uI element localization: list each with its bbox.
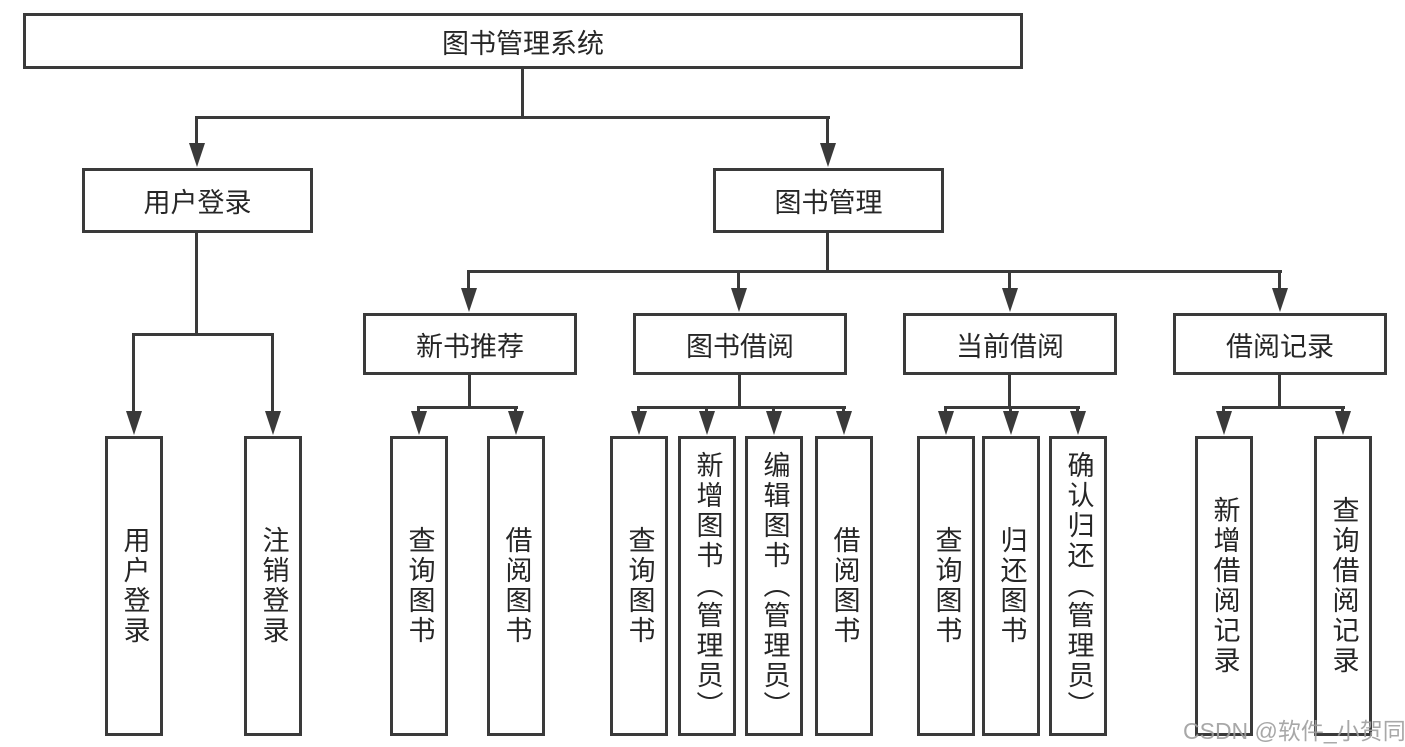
leaf-query-borrow-record-label: 查询借阅记录 xyxy=(1328,496,1359,676)
arrowhead-down-icon xyxy=(411,411,427,435)
connector-line xyxy=(467,270,470,290)
arrowhead-down-icon xyxy=(1216,411,1232,435)
node-new-book-recommend: 新书推荐 xyxy=(363,313,577,375)
node-book-management-label: 图书管理 xyxy=(774,188,883,218)
connector-line xyxy=(468,375,471,409)
connector-line xyxy=(944,406,1080,409)
node-book-management: 图书管理 xyxy=(713,168,944,233)
leaf-logout-label: 注销登录 xyxy=(258,526,289,646)
leaf-query-books-3: 查询图书 xyxy=(917,436,975,736)
arrowhead-down-icon xyxy=(189,143,205,167)
leaf-edit-books-admin: 编辑图书（管理员） xyxy=(745,436,803,736)
node-root: 图书管理系统 xyxy=(23,13,1023,69)
node-current-borrow-label: 当前借阅 xyxy=(956,331,1064,362)
arrowhead-down-icon xyxy=(1335,411,1351,435)
connector-line xyxy=(1278,270,1281,290)
leaf-logout: 注销登录 xyxy=(244,436,302,736)
arrowhead-down-icon xyxy=(836,411,852,435)
arrowhead-down-icon xyxy=(631,411,647,435)
connector-line xyxy=(738,375,741,409)
connector-line xyxy=(826,116,829,146)
node-current-borrow: 当前借阅 xyxy=(903,313,1117,375)
arrowhead-down-icon xyxy=(820,143,836,167)
connector-line xyxy=(1008,375,1011,409)
node-new-book-recommend-label: 新书推荐 xyxy=(416,331,524,362)
arrowhead-down-icon xyxy=(508,411,524,435)
leaf-query-books-1: 查询图书 xyxy=(390,436,448,736)
leaf-edit-books-admin-label: 编辑图书（管理员） xyxy=(759,451,790,721)
arrowhead-down-icon xyxy=(699,411,715,435)
leaf-query-books-2: 查询图书 xyxy=(610,436,668,736)
leaf-query-borrow-record: 查询借阅记录 xyxy=(1314,436,1372,736)
leaf-return-books: 归还图书 xyxy=(982,436,1040,736)
connector-line xyxy=(1008,270,1011,290)
leaf-query-books-3-label: 查询图书 xyxy=(931,526,962,646)
leaf-borrow-books-1: 借阅图书 xyxy=(487,436,545,736)
leaf-add-borrow-record-label: 新增借阅记录 xyxy=(1209,496,1240,676)
connector-line xyxy=(637,406,846,409)
connector-line xyxy=(1222,406,1345,409)
connector-line xyxy=(195,116,198,146)
connector-line xyxy=(195,233,198,336)
arrowhead-down-icon xyxy=(766,411,782,435)
leaf-add-books-admin: 新增图书（管理员） xyxy=(678,436,736,736)
connector-line xyxy=(132,333,135,413)
arrowhead-down-icon xyxy=(265,411,281,435)
arrowhead-down-icon xyxy=(1002,288,1018,312)
node-borrow-records-label: 借阅记录 xyxy=(1226,331,1334,362)
arrowhead-down-icon xyxy=(126,411,142,435)
connector-line xyxy=(1278,375,1281,409)
leaf-borrow-books-2-label: 借阅图书 xyxy=(829,526,860,646)
leaf-add-books-admin-label: 新增图书（管理员） xyxy=(692,451,723,721)
connector-line xyxy=(132,333,274,336)
connector-line xyxy=(271,333,274,413)
connector-line xyxy=(521,69,524,119)
connector-line xyxy=(826,233,829,273)
leaf-borrow-books-2: 借阅图书 xyxy=(815,436,873,736)
arrowhead-down-icon xyxy=(1272,288,1288,312)
leaf-query-books-1-label: 查询图书 xyxy=(404,526,435,646)
leaf-return-books-label: 归还图书 xyxy=(996,526,1027,646)
leaf-confirm-return-admin: 确认归还（管理员） xyxy=(1049,436,1107,736)
node-user-login: 用户登录 xyxy=(82,168,313,233)
leaf-user-login: 用户登录 xyxy=(105,436,163,736)
csdn-watermark: CSDN @软件_小贺同学 xyxy=(1183,718,1405,744)
node-book-borrow: 图书借阅 xyxy=(633,313,847,375)
node-book-borrow-label: 图书借阅 xyxy=(686,331,794,362)
arrowhead-down-icon xyxy=(461,288,477,312)
leaf-query-books-2-label: 查询图书 xyxy=(624,526,655,646)
arrowhead-down-icon xyxy=(731,288,747,312)
connector-line xyxy=(417,406,518,409)
arrowhead-down-icon xyxy=(1070,411,1086,435)
leaf-borrow-books-1-label: 借阅图书 xyxy=(501,526,532,646)
connector-line xyxy=(467,270,1282,273)
connector-line xyxy=(195,116,830,119)
connector-line xyxy=(737,270,740,290)
node-root-label: 图书管理系统 xyxy=(442,28,604,59)
arrowhead-down-icon xyxy=(1003,411,1019,435)
node-user-login-label: 用户登录 xyxy=(143,188,252,218)
node-borrow-records: 借阅记录 xyxy=(1173,313,1387,375)
leaf-add-borrow-record: 新增借阅记录 xyxy=(1195,436,1253,736)
arrowhead-down-icon xyxy=(938,411,954,435)
leaf-user-login-label: 用户登录 xyxy=(119,526,150,646)
leaf-confirm-return-admin-label: 确认归还（管理员） xyxy=(1063,451,1094,721)
